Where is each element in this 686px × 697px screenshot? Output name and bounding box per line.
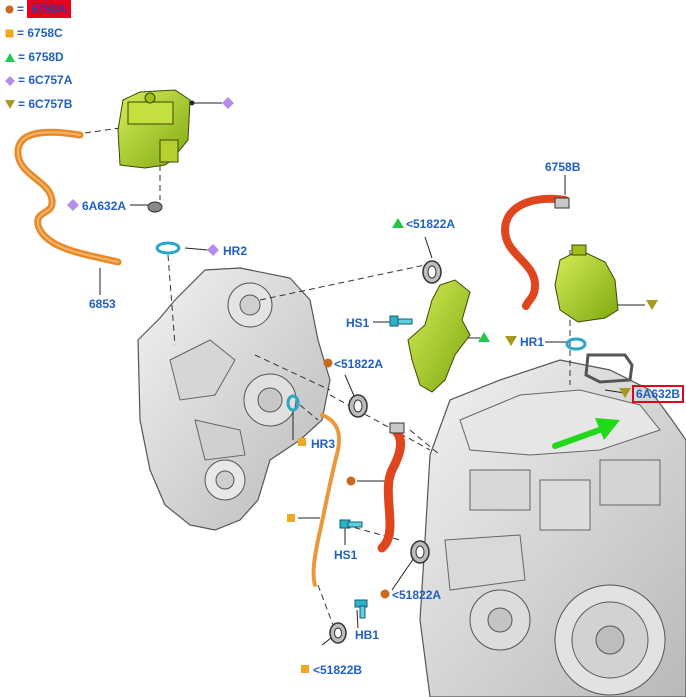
hose-6758a-clamp (389, 422, 405, 434)
seal-51822b-bore (334, 627, 342, 639)
label-6a632b[interactable]: 6A632B (632, 385, 685, 403)
seal-51822a-mid-bore (353, 399, 363, 413)
coolant-reservoir-top (117, 89, 191, 169)
cap-6a632a (147, 201, 163, 213)
square-icon (5, 29, 14, 38)
square-symbol (298, 438, 306, 446)
legend-item-6c757a: = 6C757A (5, 73, 72, 87)
triangle-symbol (392, 218, 404, 228)
legend-item-6758d: = 6758D (5, 50, 64, 64)
square-symbol (301, 665, 309, 673)
label-hr2[interactable]: HR2 (223, 244, 248, 258)
label-51822a-top[interactable]: <51822A (406, 217, 456, 231)
circle-symbol (346, 476, 356, 486)
coolant-tube-6758c (311, 413, 342, 587)
o-ring-hr1 (565, 337, 587, 351)
label-hr3[interactable]: HR3 (311, 437, 336, 451)
square-symbol (287, 514, 295, 522)
o-ring-hr3 (286, 394, 300, 412)
callout-symbols (67, 97, 658, 673)
hose-6758b (500, 194, 569, 310)
label-hr1[interactable]: HR1 (520, 335, 545, 349)
circle-symbol (323, 358, 333, 368)
hose-6853-highlight (16, 131, 119, 263)
coolant-outlet-bracket (407, 279, 471, 393)
triangle-icon (5, 53, 15, 63)
label-hs1-top[interactable]: HS1 (346, 316, 370, 330)
label-51822a-mid[interactable]: <51822A (334, 357, 384, 371)
bolt-hs1-bottom (339, 519, 363, 529)
diamond-symbol (207, 244, 219, 256)
legend-code[interactable]: 6758C (27, 26, 63, 40)
leader-lines (84, 127, 571, 626)
legend-code[interactable]: 6C757B (28, 97, 73, 111)
legend-sep: = (17, 2, 25, 16)
seal-51822a-low-bore (415, 545, 425, 559)
seal-51822a-top-bore (427, 265, 437, 279)
engine-block (419, 359, 686, 697)
label-6758b[interactable]: 6758B (545, 160, 581, 174)
bolt-hb1 (354, 599, 368, 619)
reservoir-top-callout-dot (189, 100, 195, 106)
legend-code[interactable]: 6758D (28, 50, 64, 64)
hose-6758b-clamp (554, 197, 570, 209)
legend-sep: = (17, 26, 25, 40)
legend-code[interactable]: 6C757A (28, 73, 73, 87)
legend-sep: = (18, 97, 26, 111)
diamond-symbol (67, 199, 79, 211)
inverted-triangle-symbol (505, 336, 517, 346)
inverted-triangle-symbol (619, 388, 631, 398)
legend-sep: = (18, 73, 26, 87)
label-hb1[interactable]: HB1 (355, 628, 380, 642)
gasket-6a632b (584, 353, 634, 384)
inverted-triangle-icon (5, 100, 15, 110)
inverted-triangle-symbol (646, 300, 658, 310)
circle-icon (5, 5, 14, 14)
o-ring-hr2 (155, 241, 181, 255)
diamond-icon (5, 75, 15, 86)
label-51822b[interactable]: <51822B (313, 663, 363, 677)
bolt-hs1-top (389, 315, 413, 327)
hose-6758a (377, 425, 406, 553)
legend-sep: = (18, 50, 26, 64)
pointer-arrow (552, 418, 620, 449)
hose-6853 (14, 128, 122, 266)
label-hs1-bottom[interactable]: HS1 (334, 548, 358, 562)
legend-code[interactable]: 6758A (27, 0, 71, 18)
legend-item-6758c: = 6758C (5, 26, 63, 40)
legend-item-6c757b: = 6C757B (5, 97, 72, 111)
diamond-symbol (222, 97, 234, 109)
label-6853[interactable]: 6853 (89, 297, 116, 311)
legend-item-6758a: = 6758A (5, 0, 71, 18)
label-51822a-low[interactable]: <51822A (392, 588, 442, 602)
label-6a632a[interactable]: 6A632A (82, 199, 127, 213)
circle-symbol (380, 589, 390, 599)
triangle-symbol (478, 332, 490, 342)
coolant-reservoir-right (554, 244, 619, 323)
timing-cover (137, 267, 331, 531)
